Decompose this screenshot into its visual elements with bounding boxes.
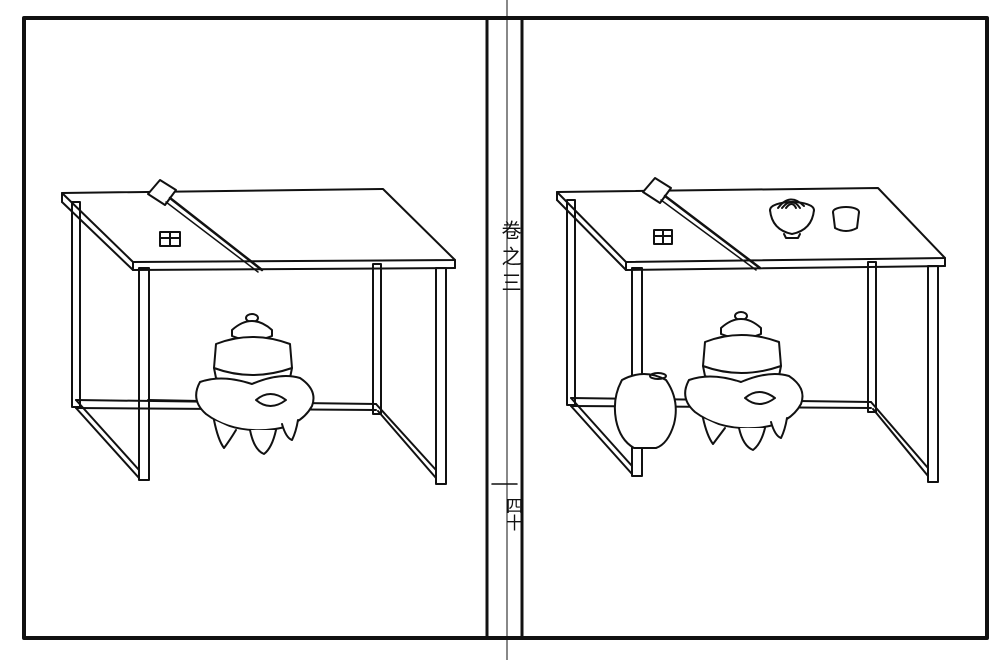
left-panel-ladle-icon xyxy=(147,179,264,273)
left-panel-lid-rest-icon xyxy=(159,231,181,247)
right-panel-ladle-icon xyxy=(642,177,762,271)
page-number: 四十 xyxy=(502,497,522,531)
page-frame xyxy=(22,0,989,660)
right-panel-lid-rest-icon xyxy=(653,229,673,245)
chapter-label: 卷之三 xyxy=(498,220,522,298)
right-panel-brazier-kettle-icon xyxy=(684,311,804,451)
right-panel-water-jar-icon xyxy=(613,372,677,449)
right-panel-tea-caddy-icon xyxy=(832,206,860,232)
left-panel-brazier-kettle-icon xyxy=(195,313,315,455)
right-panel-tea-bowl-icon xyxy=(769,198,815,239)
